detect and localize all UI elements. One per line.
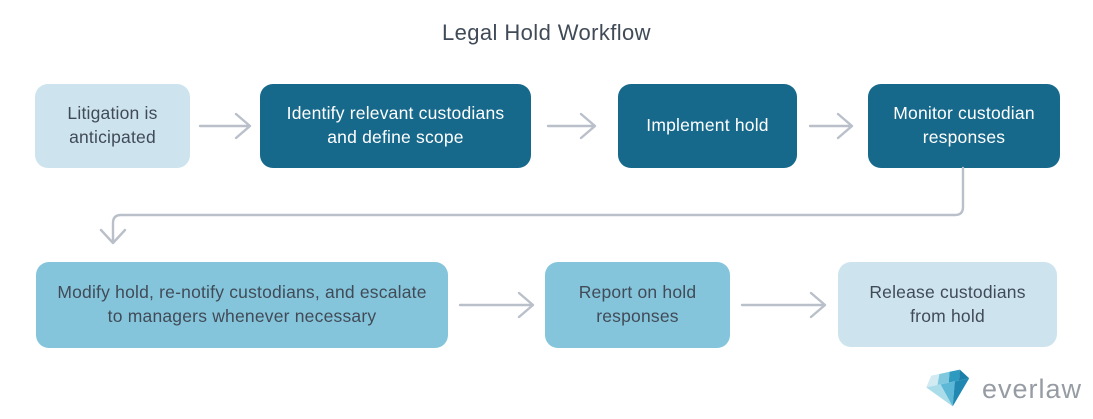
- everlaw-logo: everlaw: [926, 369, 1082, 409]
- workflow-step-identify-custodians: Identify relevant custodians and define …: [260, 84, 531, 168]
- step-label: Monitor custodian responses: [893, 103, 1035, 147]
- connector-monitor-to-modify-arrow: [99, 166, 965, 245]
- workflow-step-modify-hold: Modify hold, re-notify custodians, and e…: [36, 262, 448, 348]
- step-label: Identify relevant custodians and define …: [286, 103, 505, 147]
- arrow-right-icon: [740, 291, 827, 319]
- workflow-step-implement-hold: Implement hold: [618, 84, 797, 168]
- workflow-step-monitor-responses: Monitor custodian responses: [868, 84, 1060, 168]
- page-title: Legal Hold Workflow: [442, 20, 651, 45]
- everlaw-wordmark: everlaw: [982, 373, 1083, 404]
- arrow-right-icon: [546, 112, 597, 140]
- arrow-right-icon: [198, 112, 252, 140]
- workflow-step-report-responses: Report on hold responses: [545, 262, 730, 348]
- workflow-step-release-custodians: Release custodians from hold: [838, 262, 1057, 347]
- everlaw-diamond-icon: [926, 369, 970, 407]
- arrow-right-icon: [458, 291, 535, 319]
- step-label: Release custodians from hold: [869, 281, 1026, 326]
- workflow-step-litigation-anticipated: Litigation is anticipated: [35, 84, 190, 168]
- arrow-right-icon: [808, 112, 854, 140]
- step-label: Litigation is anticipated: [67, 103, 158, 147]
- step-label: Report on hold responses: [578, 282, 697, 326]
- step-label: Implement hold: [646, 115, 769, 136]
- step-label: Modify hold, re-notify custodians, and e…: [57, 282, 427, 326]
